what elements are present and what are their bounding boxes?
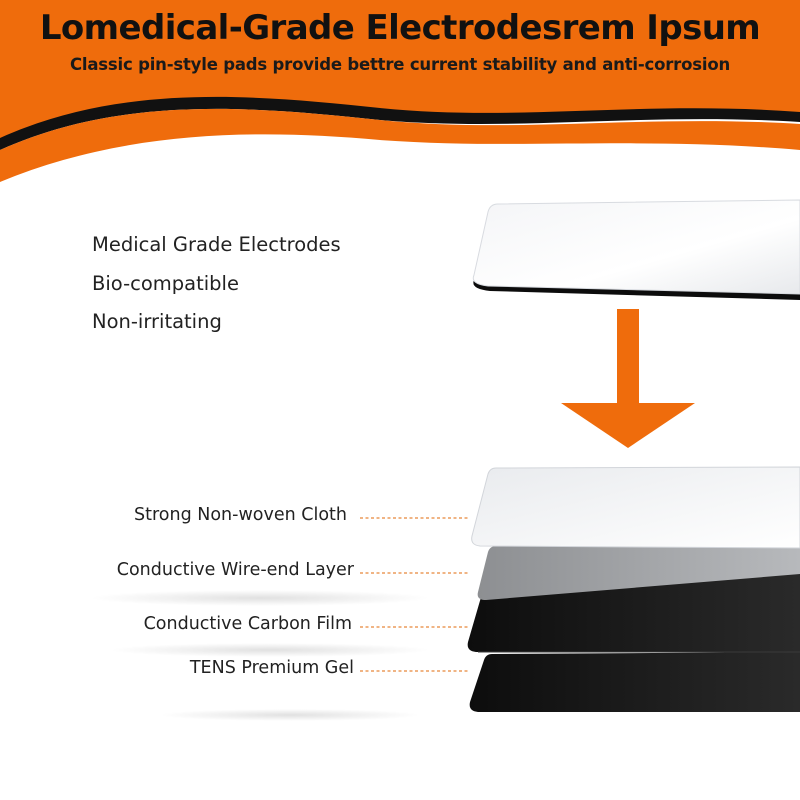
label-reflection [110,643,430,657]
non-woven-cloth-layer [471,466,800,549]
feature-list: Medical Grade Electrodes Bio-compatible … [92,226,341,342]
arrow-down-icon [561,309,695,448]
page-title: Lomedical-Grade Electrodesrem Ipsum [39,8,761,48]
page-subtitle: Classic pin-style pads provide bettre cu… [69,55,731,74]
banner-orange-fill [0,0,800,138]
label-reflection [90,590,430,606]
feature-item: Medical Grade Electrodes [92,233,341,256]
layer-label-carbon-film: Conductive Carbon Film [143,614,352,634]
banner-lower-swoosh [0,108,800,182]
header-banner [0,0,800,182]
feature-item: Non-irritating [92,310,222,333]
assembled-electrode-pad [472,199,800,300]
layer-label-cloth: Strong Non-woven Cloth [134,505,347,525]
label-reflection [160,709,420,721]
layer-label-wire-end: Conductive Wire-end Layer [116,560,354,580]
feature-item: Bio-compatible [92,271,239,295]
gel-layer [469,652,800,712]
wire-end-layer [477,544,800,600]
layer-label-gel: TENS Premium Gel [189,658,354,678]
